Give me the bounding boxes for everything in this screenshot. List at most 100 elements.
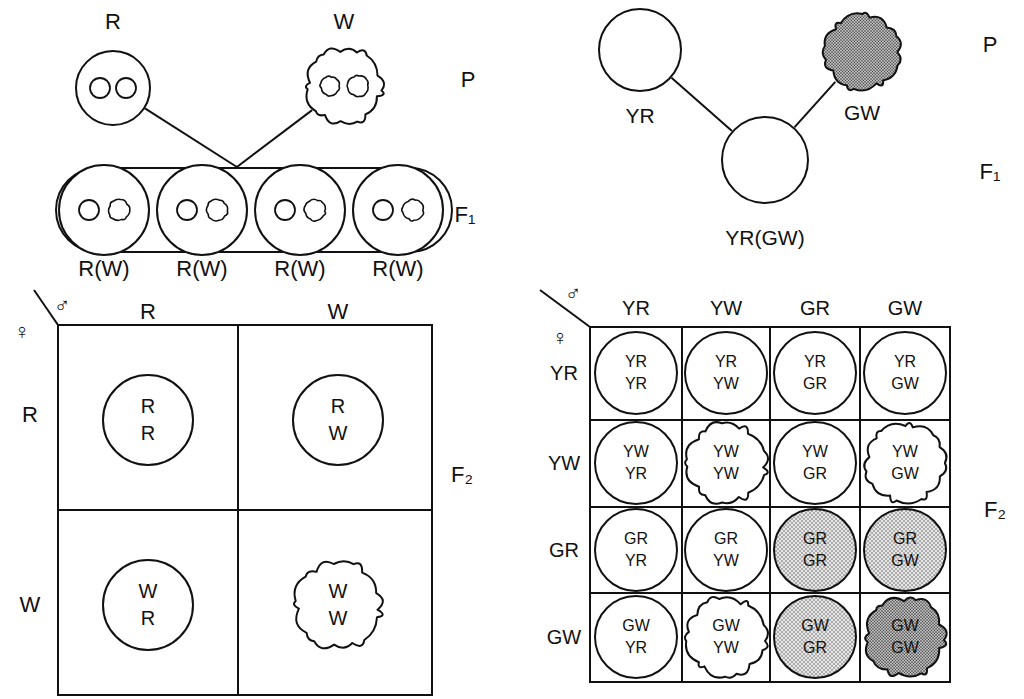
gamete-label: YR [715,351,737,373]
text-holder: RR [102,374,194,466]
generation-label: ♀ [14,319,31,345]
round-pea: GWYR [594,595,678,679]
genotype-heading: R(W) [274,256,325,282]
gamete-label: YW [623,441,649,463]
wrinkled-seed [347,75,368,96]
grid-line [58,509,432,511]
round-outline [595,509,677,591]
pea-outline [684,508,768,592]
gamete-label: YR [625,463,647,485]
round-pea: GRGR [773,508,857,592]
gamete-label: GR [803,550,827,572]
round-pea: WR [102,559,194,651]
grid-line [859,327,861,682]
grid-line [681,327,683,682]
cross-line [672,78,733,131]
round-pea: RW [292,374,384,466]
gamete-label: R [141,420,155,447]
round-outline [685,332,767,414]
wrinkled-outline [865,597,947,676]
text-holder: YRYW [684,331,768,415]
wrinkled-outline [823,13,901,91]
wrinkled-seed [304,199,326,221]
generation-label: F₂ [984,497,1006,523]
text-holder: GRGR [773,508,857,592]
generation-label: P [461,67,476,93]
round-outline [595,332,677,414]
punnett-square [58,325,432,695]
text-holder: GWGW [863,595,947,679]
generation-label: ♂ [565,281,582,307]
cross-line-stroke [145,108,237,167]
round-pea: R(W) [254,164,346,256]
text-holder: YWGW [863,421,947,505]
generation-label: YW [710,297,742,320]
pea-outline [352,164,444,256]
gamete-label: GW [891,550,919,572]
text-holder: YWGR [773,421,857,505]
generation-label: GW [547,626,581,649]
round-pea: R(W) [58,164,150,256]
round-seed [116,78,136,98]
round-outline [59,165,149,255]
pea-outline [863,331,947,415]
gamete-label: YR [894,351,916,373]
pea-outline [822,12,902,92]
text-holder: YRGW [863,331,947,415]
generation-label: P [983,32,998,58]
gamete-label: YW [892,441,918,463]
genotype-heading: R(W) [372,256,423,282]
round-seed [79,200,99,220]
gamete-label: R [141,605,155,632]
pea-outline [304,46,384,126]
round-outline [595,596,677,678]
gamete-label: YR [625,637,647,659]
round-outline [774,509,856,591]
pea-outline [684,331,768,415]
text-holder: YRYR [594,331,678,415]
wrinkled-seed [109,199,130,220]
gamete-label: R [331,393,345,420]
round-outline [255,165,345,255]
gamete-label: R [141,393,155,420]
pea-outline [773,595,857,679]
gamete-label: GR [803,463,827,485]
text-holder: GWYW [684,595,768,679]
wrinkled-seed [206,199,227,221]
gamete-label: GW [891,463,919,485]
generation-label: ♀ [552,325,569,351]
text-holder: GRYR [594,508,678,592]
wrinkled-pea: WW [292,559,384,651]
pea-outline [594,421,678,505]
round-seed [275,200,295,220]
round-outline [595,422,677,504]
round-seed [373,200,393,220]
pea-outline [102,559,194,651]
text-holder: YWYW [684,421,768,505]
gamete-label: GW [891,373,919,395]
wrinkled-pea: W [304,46,384,126]
gamete-label: GR [624,528,648,550]
grid-line [590,419,950,421]
gamete-label: GW [712,615,740,637]
generation-label: R [22,402,38,428]
generation-label: F₂ [451,462,473,488]
round-pea: YRYR [594,331,678,415]
gamete-label: YW [713,373,739,395]
round-pea: YRGW [863,331,947,415]
round-outline [293,375,383,465]
round-pea: YRGR [773,331,857,415]
round-outline [103,560,193,650]
round-pea: GRYR [594,508,678,592]
round-outline [774,422,856,504]
generation-label: GR [549,539,579,562]
wrinkled-seed [320,76,340,96]
text-holder: GRYW [684,508,768,592]
gamete-label: GW [622,615,650,637]
wrinkled-pea: GW [822,12,902,92]
cross-line [237,110,312,167]
gamete-label: YR [625,351,647,373]
round-pea: RR [102,374,194,466]
round-pea: YWYR [594,421,678,505]
grid-line [769,327,771,682]
